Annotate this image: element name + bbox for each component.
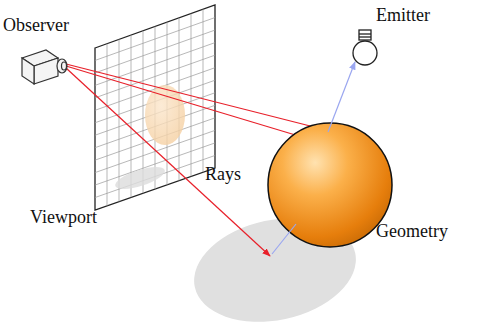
emitter-label: Emitter — [376, 6, 430, 24]
viewport-grid — [95, 5, 215, 210]
rays-label: Rays — [205, 165, 241, 183]
light-rays — [272, 62, 355, 254]
viewport-label: Viewport — [30, 208, 97, 226]
camera-icon — [22, 50, 67, 84]
light-bulb-icon — [353, 30, 377, 65]
sphere — [268, 123, 392, 247]
observer-label: Observer — [3, 16, 69, 34]
geometry-label: Geometry — [376, 222, 448, 240]
